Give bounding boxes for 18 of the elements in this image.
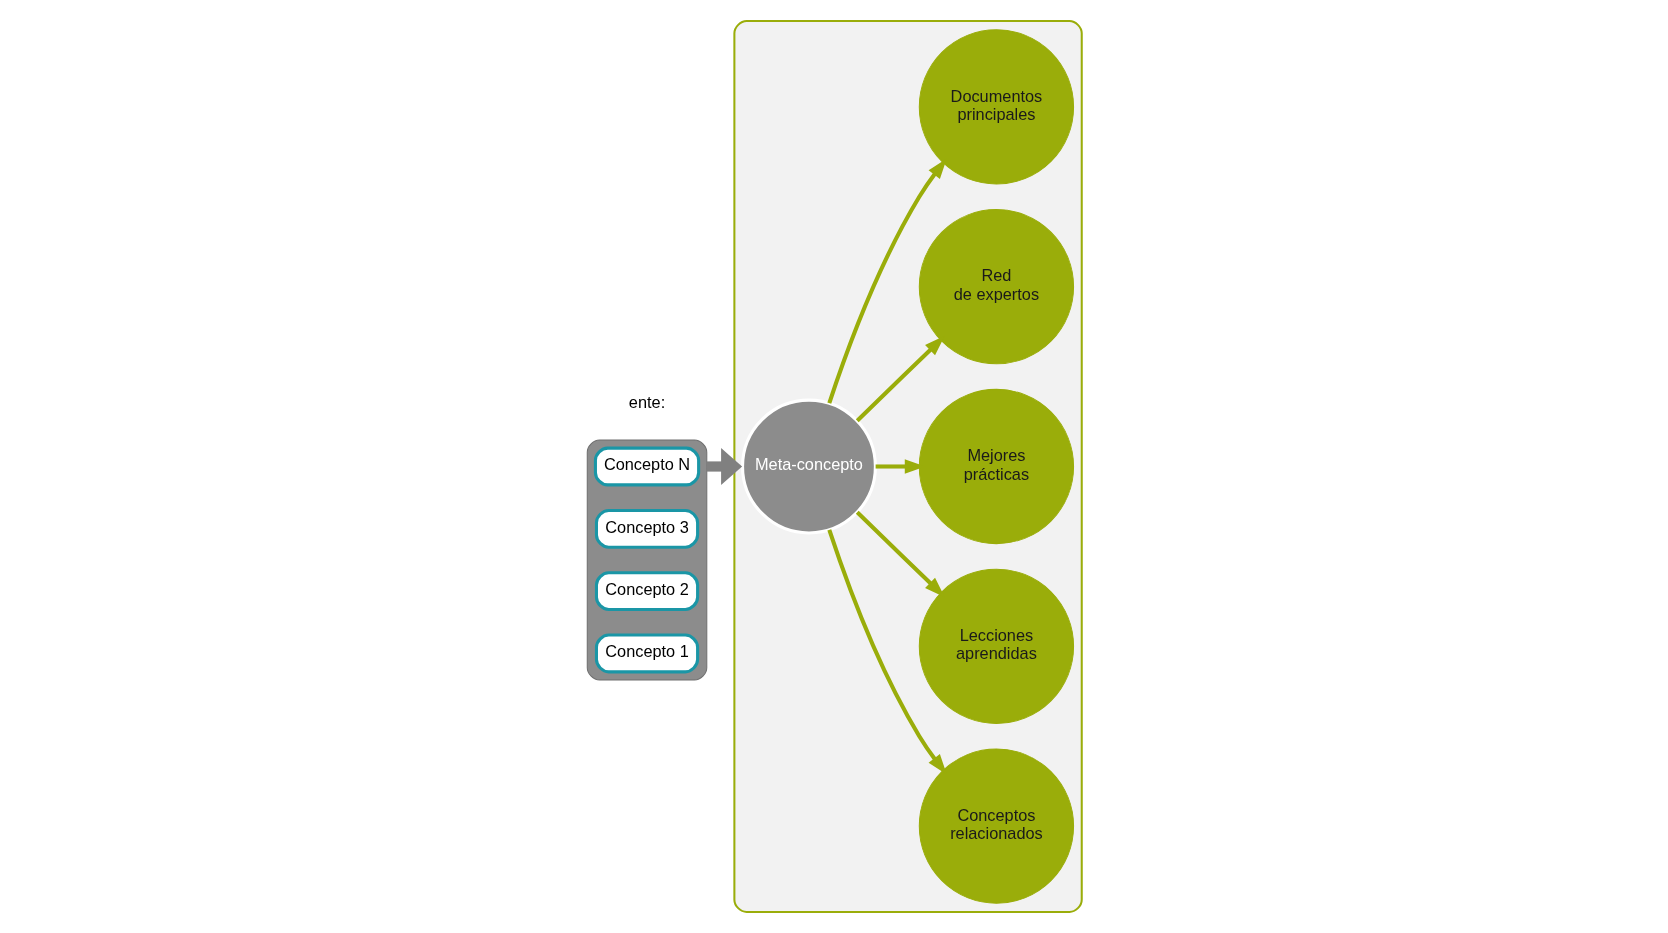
arrow [855, 510, 945, 598]
arrow [826, 158, 947, 404]
node-box: Concepto 2 [594, 571, 699, 612]
node-box: Concepto 1 [594, 633, 699, 674]
node-circle: Conceptos relacionados [918, 748, 1074, 904]
node-circle: Mejores prácticas [918, 388, 1074, 545]
node-circle: Documentos principales [918, 29, 1074, 185]
node-box: Concepto N [593, 446, 700, 487]
arrow [826, 529, 947, 775]
node-circle: Red de expertos [918, 209, 1074, 365]
node-box: Concepto 3 [594, 508, 699, 549]
arrow [855, 335, 945, 423]
node-circle: Lecciones aprendidas [918, 568, 1074, 724]
node-circle: Meta-concepto [740, 398, 877, 535]
arrow [706, 448, 742, 485]
label: ente: [628, 393, 665, 412]
cluster [732, 20, 1083, 913]
cluster [586, 439, 707, 681]
